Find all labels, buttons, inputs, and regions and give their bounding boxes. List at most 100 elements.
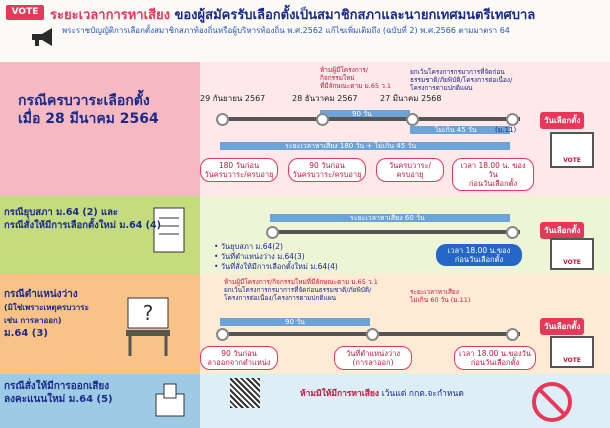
case-title-line: กรณีสั่งให้มีการออกเสียง bbox=[4, 381, 110, 392]
case-title: กรณีสั่งให้มีการออกเสียง ลงคะแนนใหม่ ม.6… bbox=[4, 380, 113, 406]
list-item: • วันที่ตำแหน่งว่าง ม.64(3) bbox=[214, 252, 305, 261]
campaign-note: ระยะเวลาหาเสียง ไม่เกิน 60 วัน (ม.11) bbox=[410, 288, 470, 304]
timeline-line bbox=[270, 230, 520, 234]
timeline-area: ห้ามผู้มีโครงการ/กิจกรรมใหม่ที่มีลักษณะต… bbox=[200, 274, 610, 374]
case-revote: กรณีสั่งให้มีการออกเสียง ลงคะแนนใหม่ ม.6… bbox=[0, 374, 610, 428]
ballot-box-icon bbox=[155, 383, 185, 417]
list-item: • วันที่สั่งให้มีการเลือกตั้งใหม่ ม.64(4… bbox=[214, 262, 338, 271]
case-title-line: เช่น การลาออก) bbox=[4, 316, 62, 325]
vote-label: VOTE bbox=[563, 357, 581, 364]
duration-90-label: 90 วัน bbox=[352, 110, 372, 118]
note-line: ยกเว้นโครงการกรมาการที่จัดก่อนธรรมชาติ/ภ… bbox=[224, 286, 372, 294]
note-line: ที่มีลักษณะตาม ม.65 ว.1 bbox=[320, 82, 392, 90]
pill-line: ก่อนวันเลือกตั้ง bbox=[454, 255, 504, 264]
case-title-line: เมื่อ 28 มีนาคม 2564 bbox=[18, 111, 159, 127]
case-term-end: กรณีครบวาระเลือกตั้ง เมื่อ 28 มีนาคม 256… bbox=[0, 62, 610, 196]
case-title-line: กรณีสั่งให้มีการเลือกตั้งใหม่ ม.64 (4) bbox=[4, 220, 161, 231]
duration-45-label: ไม่เกิน 45 วัน bbox=[435, 126, 477, 134]
case-label-box: กรณีครบวาระเลือกตั้ง เมื่อ 28 มีนาคม 256… bbox=[0, 62, 200, 196]
note-line: ธรรมชาติ/ภัยพิบัติ/โครงการต่อเนื่อง/ bbox=[410, 76, 513, 84]
case-title-line: ม.64 (3) bbox=[4, 328, 48, 339]
case-label-box: ? กรณีตำแหน่งว่าง (มิใช่เพราะเหตุครบวาระ… bbox=[0, 274, 200, 374]
case-title-line: (มิใช่เพราะเหตุครบวาระ bbox=[4, 303, 89, 312]
pill-line: 180 วันก่อน bbox=[218, 161, 260, 170]
note-line: ระยะเวลาหาเสียง bbox=[410, 288, 459, 296]
milestone-pill: วันครบวาระ/ ครบอายุ bbox=[376, 158, 444, 182]
case-dissolution: กรณียุบสภา ม.64 (2) และ กรณีสั่งให้มีการ… bbox=[0, 196, 610, 274]
timeline-date: 28 ธันวาคม 2567 bbox=[292, 94, 358, 103]
vote-label: VOTE bbox=[563, 157, 581, 164]
pill-line: วันที่ตำแหน่งว่าง bbox=[345, 349, 401, 358]
note-line: กิจกรรมใหม่ bbox=[320, 74, 355, 82]
election-day-flag: วันเลือกตั้ง bbox=[540, 222, 585, 239]
list-item: • วันยุบสภา ม.64(2) bbox=[214, 242, 283, 251]
prohibition-strong: ห้ามมิให้มีการหาเสียง bbox=[300, 389, 380, 399]
timeline-area: ห้ามผู้มีโครงการ/ กิจกรรมใหม่ ที่มีลักษณ… bbox=[200, 62, 610, 196]
timeline-area: ระยะเวลาหาเสียง 60 วัน • วันยุบสภา ม.64(… bbox=[200, 196, 610, 274]
megaphone-icon bbox=[32, 28, 52, 46]
milestone-pill: วันที่ตำแหน่งว่าง (การลาออก) bbox=[334, 346, 412, 370]
timeline-date: 27 มีนาคม 2568 bbox=[380, 94, 442, 103]
campaign-60-label: ระยะเวลาหาเสียง 60 วัน bbox=[350, 214, 425, 222]
case-title: กรณีครบวาระเลือกตั้ง เมื่อ 28 มีนาคม 256… bbox=[18, 92, 159, 128]
page-title: ระยะเวลาการหาเสียง ของผู้สมัครรับเลือกตั… bbox=[50, 4, 535, 25]
timeline-node bbox=[506, 226, 519, 239]
duration-bar-45 bbox=[410, 126, 510, 134]
case-label-box: กรณียุบสภา ม.64 (2) และ กรณีสั่งให้มีการ… bbox=[0, 196, 200, 274]
milestone-pill: 180 วันก่อน วันครบวาระ/ครบอายุ bbox=[200, 158, 278, 182]
document-icon bbox=[153, 207, 185, 253]
pill-line: 90 วันก่อน bbox=[221, 349, 257, 358]
timeline-node bbox=[266, 226, 279, 239]
election-day-flag: วันเลือกตั้ง bbox=[540, 112, 585, 129]
election-day-flag: วันเลือกตั้ง bbox=[540, 318, 585, 335]
pill-line: วันครบวาระ/ครบอายุ bbox=[204, 170, 274, 179]
ballot-box-icon: VOTE bbox=[550, 336, 594, 368]
pill-line: (การลาออก) bbox=[352, 358, 394, 367]
pill-line: ครบอายุ bbox=[396, 170, 424, 179]
pill-line: ก่อนวันเลือกตั้ง bbox=[468, 179, 518, 188]
case-title: กรณียุบสภา ม.64 (2) และ กรณีสั่งให้มีการ… bbox=[4, 206, 161, 232]
duration-bar-90 bbox=[220, 318, 370, 326]
milestone-pill: เวลา 18.00 น.ของวัน ก่อนวันเลือกตั้ง bbox=[454, 346, 536, 370]
timeline-node bbox=[216, 328, 229, 341]
timeline-area: ห้ามมิให้มีการหาเสียง เว้นแต่ กกต.จะกำหน… bbox=[200, 374, 610, 428]
vote-badge: VOTE bbox=[6, 5, 44, 20]
timeline-node bbox=[316, 113, 329, 126]
prohibition-rest: เว้นแต่ กกต.จะกำหนด bbox=[379, 389, 464, 399]
qr-code bbox=[230, 378, 260, 408]
exception-note: ยกเว้นโครงการกรมาการที่จัดก่อน ธรรมชาติ/… bbox=[410, 68, 512, 92]
trigger-list: • วันยุบสภา ม.64(2) • วันที่ตำแหน่งว่าง … bbox=[214, 242, 338, 272]
case-title: กรณีตำแหน่งว่าง (มิใช่เพราะเหตุครบวาระ เ… bbox=[4, 288, 89, 340]
restriction-note: ห้ามผู้มีโครงการ/ กิจกรรมใหม่ ที่มีลักษณ… bbox=[320, 66, 391, 90]
duration-90-label: 90 วัน bbox=[285, 318, 305, 326]
milestone-pill: เวลา 18.00 น. ของวัน ก่อนวันเลือกตั้ง bbox=[452, 158, 534, 191]
note-line: ห้ามผู้มีโครงการ/กิจกรรมใหม่ที่มีลักษณะต… bbox=[224, 278, 378, 286]
deadline-pill: เวลา 18.00 น.ของ ก่อนวันเลือกตั้ง bbox=[436, 244, 522, 266]
pill-line: วันครบวาระ/ bbox=[388, 161, 432, 170]
prohibition-text: ห้ามมิให้มีการหาเสียง เว้นแต่ กกต.จะกำหน… bbox=[300, 386, 464, 400]
milestone-pill: 90 วันก่อน วันครบวาระ/ครบอายุ bbox=[288, 158, 366, 182]
pill-line: ลาออกจากตำแหน่ง bbox=[207, 358, 271, 367]
timeline-node bbox=[366, 328, 379, 341]
duration-45-sub: (ม.11) bbox=[495, 126, 517, 134]
ballot-box-icon: VOTE bbox=[550, 238, 594, 270]
note-line: ห้ามผู้มีโครงการ/ bbox=[320, 66, 369, 74]
title-highlight: ระยะเวลาการหาเสียง bbox=[50, 8, 170, 23]
pill-line: ก่อนวันเลือกตั้ง bbox=[470, 358, 520, 367]
case-title-line: ลงคะแนนใหม่ ม.64 (5) bbox=[4, 394, 113, 405]
note-line: โครงการตามปกติแผน bbox=[410, 84, 473, 92]
pill-line: เวลา 18.00 น. ของวัน bbox=[460, 161, 526, 179]
note-line: ยกเว้นโครงการกรมาการที่จัดก่อน bbox=[410, 68, 505, 76]
timeline-node bbox=[506, 113, 519, 126]
duration-bar-180 bbox=[220, 142, 510, 150]
timeline-date: 29 กันยายน 2567 bbox=[200, 94, 266, 103]
restriction-note: ห้ามผู้มีโครงการ/กิจกรรมใหม่ที่มีลักษณะต… bbox=[224, 278, 378, 302]
timeline-node bbox=[406, 113, 419, 126]
pill-line: เวลา 18.00 น.ของวัน bbox=[459, 349, 531, 358]
duration-bar-90 bbox=[320, 110, 410, 118]
pill-line: วันครบวาระ/ครบอายุ bbox=[292, 170, 362, 179]
empty-chair-icon: ? bbox=[126, 297, 170, 356]
ballot-box-icon: VOTE bbox=[550, 132, 594, 168]
case-vacancy: ? กรณีตำแหน่งว่าง (มิใช่เพราะเหตุครบวาระ… bbox=[0, 274, 610, 374]
